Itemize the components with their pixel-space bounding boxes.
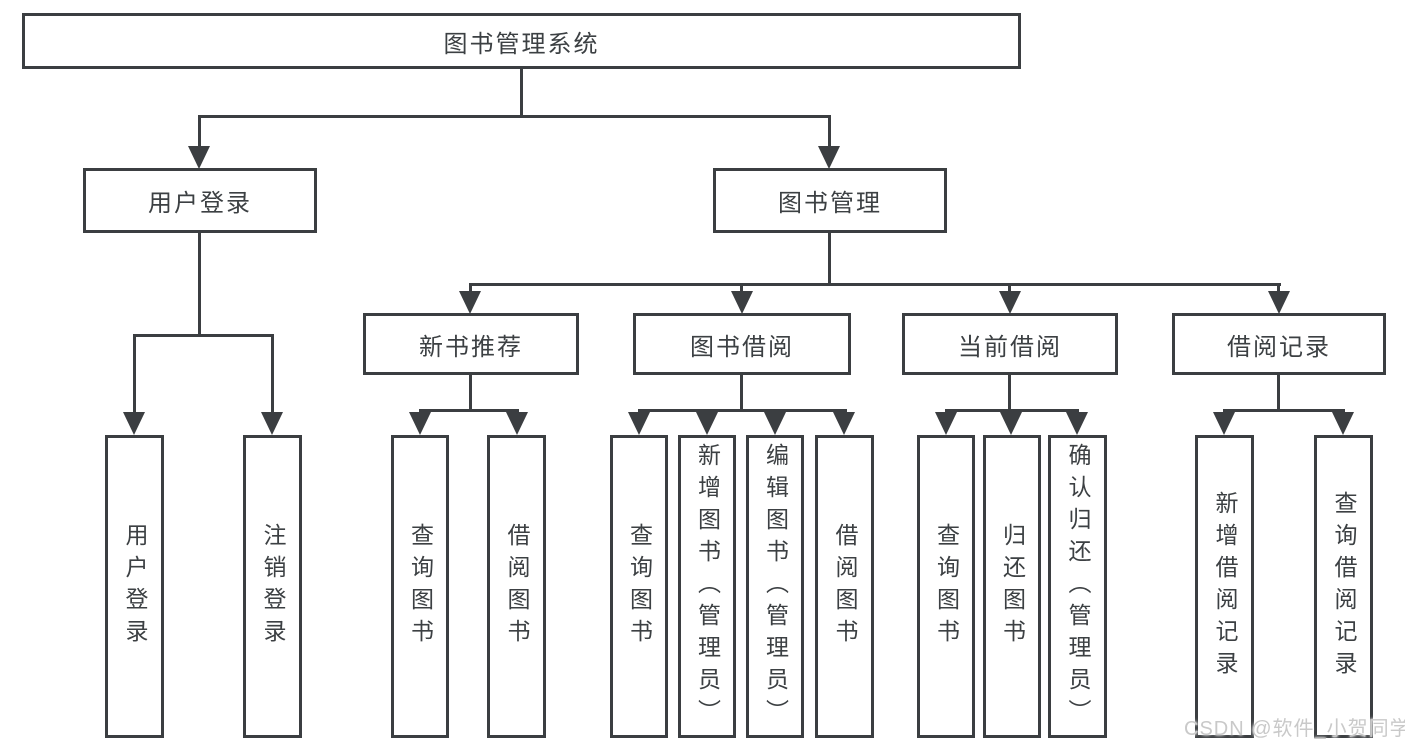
connector-records-crossbar <box>1223 409 1345 412</box>
connector-currentborrow-crossbar <box>945 409 1079 412</box>
arrowhead-bb-edit <box>764 412 786 435</box>
leaf-cb-return-books-label: 归还图书 <box>999 522 1026 651</box>
connector-to-borrow-records <box>1277 286 1280 292</box>
leaf-br-query-record-label: 查询借阅记录 <box>1331 490 1357 683</box>
leaf-logout: 注销登录 <box>243 435 302 738</box>
leaf-bb-borrow-books-label: 借阅图书 <box>832 522 858 651</box>
node-current-borrow: 当前借阅 <box>902 313 1118 375</box>
node-new-book-recommend-label: 新书推荐 <box>419 333 523 361</box>
node-root: 图书管理系统 <box>22 13 1021 69</box>
arrowhead-borrow-records <box>1268 291 1290 314</box>
connector-newbook-stem <box>469 375 472 411</box>
arrowhead-user-login <box>188 146 210 169</box>
node-book-borrow: 图书借阅 <box>633 313 851 375</box>
node-book-management: 图书管理 <box>713 168 947 233</box>
leaf-bb-borrow-books: 借阅图书 <box>815 435 874 738</box>
leaf-bb-query-books: 查询图书 <box>610 435 668 738</box>
connector-bookmgmt-stem <box>828 233 831 285</box>
leaf-bb-add-books-admin-label: 新增图书（管理员） <box>694 442 721 731</box>
arrowhead-book-borrow <box>731 291 753 314</box>
connector-to-current-borrow <box>1008 286 1011 292</box>
arrowhead-bb-add <box>696 412 718 435</box>
connector-root-crossbar <box>198 115 831 118</box>
connector-bookborrow-stem <box>740 375 743 411</box>
leaf-cb-query-books: 查询图书 <box>917 435 975 738</box>
connector-userlogin-stem <box>198 233 201 336</box>
leaf-br-add-record: 新增借阅记录 <box>1195 435 1254 738</box>
csdn-watermark: CSDN @软件_小贺同学 <box>1184 718 1405 740</box>
connector-to-leaf-user-login <box>133 337 136 413</box>
arrowhead-nb-query <box>409 412 431 435</box>
leaf-user-login-label: 用户登录 <box>122 522 148 651</box>
connector-bookmgmt-crossbar <box>469 283 1281 286</box>
leaf-logout-label: 注销登录 <box>260 522 286 651</box>
arrowhead-cb-query <box>935 412 957 435</box>
leaf-bb-query-books-label: 查询图书 <box>626 522 653 651</box>
connector-root-stem <box>520 68 523 118</box>
connector-records-stem <box>1277 375 1280 411</box>
leaf-nb-borrow-books: 借阅图书 <box>487 435 546 738</box>
arrowhead-new-book <box>459 291 481 314</box>
leaf-user-login: 用户登录 <box>105 435 164 738</box>
connector-newbook-crossbar <box>419 409 519 412</box>
leaf-cb-query-books-label: 查询图书 <box>933 522 960 651</box>
arrowhead-bb-borrow <box>833 412 855 435</box>
node-root-label: 图书管理系统 <box>443 30 600 58</box>
connector-userlogin-crossbar <box>133 334 274 337</box>
leaf-cb-confirm-return-admin-label: 确认归还（管理员） <box>1065 442 1091 731</box>
node-current-borrow-label: 当前借阅 <box>958 333 1062 361</box>
arrowhead-bb-query <box>628 412 650 435</box>
arrowhead-cb-confirm <box>1066 412 1088 435</box>
leaf-cb-confirm-return-admin: 确认归还（管理员） <box>1048 435 1107 738</box>
node-book-borrow-label: 图书借阅 <box>690 333 794 361</box>
arrowhead-nb-borrow <box>506 412 528 435</box>
leaf-bb-edit-books-admin: 编辑图书（管理员） <box>746 435 804 738</box>
node-user-login-label: 用户登录 <box>148 190 252 217</box>
connector-currentborrow-stem <box>1008 375 1011 411</box>
arrowhead-leaf-user-login <box>123 412 145 435</box>
arrowhead-current-borrow <box>999 291 1021 314</box>
connector-to-book-management <box>828 118 831 146</box>
leaf-nb-query-books: 查询图书 <box>391 435 449 738</box>
arrowhead-br-query <box>1332 412 1354 435</box>
leaf-cb-return-books: 归还图书 <box>983 435 1041 738</box>
connector-to-user-login <box>198 118 201 146</box>
connector-bookborrow-crossbar <box>638 409 847 412</box>
node-borrow-records: 借阅记录 <box>1172 313 1386 375</box>
connector-to-book-borrow <box>740 286 743 292</box>
leaf-bb-edit-books-admin-label: 编辑图书（管理员） <box>762 442 789 731</box>
node-user-login: 用户登录 <box>83 168 317 233</box>
leaf-br-add-record-label: 新增借阅记录 <box>1212 490 1238 683</box>
leaf-nb-query-books-label: 查询图书 <box>407 522 434 651</box>
arrowhead-book-management <box>818 146 840 169</box>
leaf-nb-borrow-books-label: 借阅图书 <box>504 522 530 651</box>
node-book-management-label: 图书管理 <box>778 190 882 217</box>
node-new-book-recommend: 新书推荐 <box>363 313 579 375</box>
leaf-bb-add-books-admin: 新增图书（管理员） <box>678 435 736 738</box>
arrowhead-cb-return <box>1000 412 1022 435</box>
connector-to-leaf-logout <box>271 337 274 413</box>
arrowhead-leaf-logout <box>261 412 283 435</box>
connector-to-new-book <box>469 286 472 292</box>
node-borrow-records-label: 借阅记录 <box>1227 333 1331 361</box>
leaf-br-query-record: 查询借阅记录 <box>1314 435 1373 738</box>
arrowhead-br-add <box>1213 412 1235 435</box>
